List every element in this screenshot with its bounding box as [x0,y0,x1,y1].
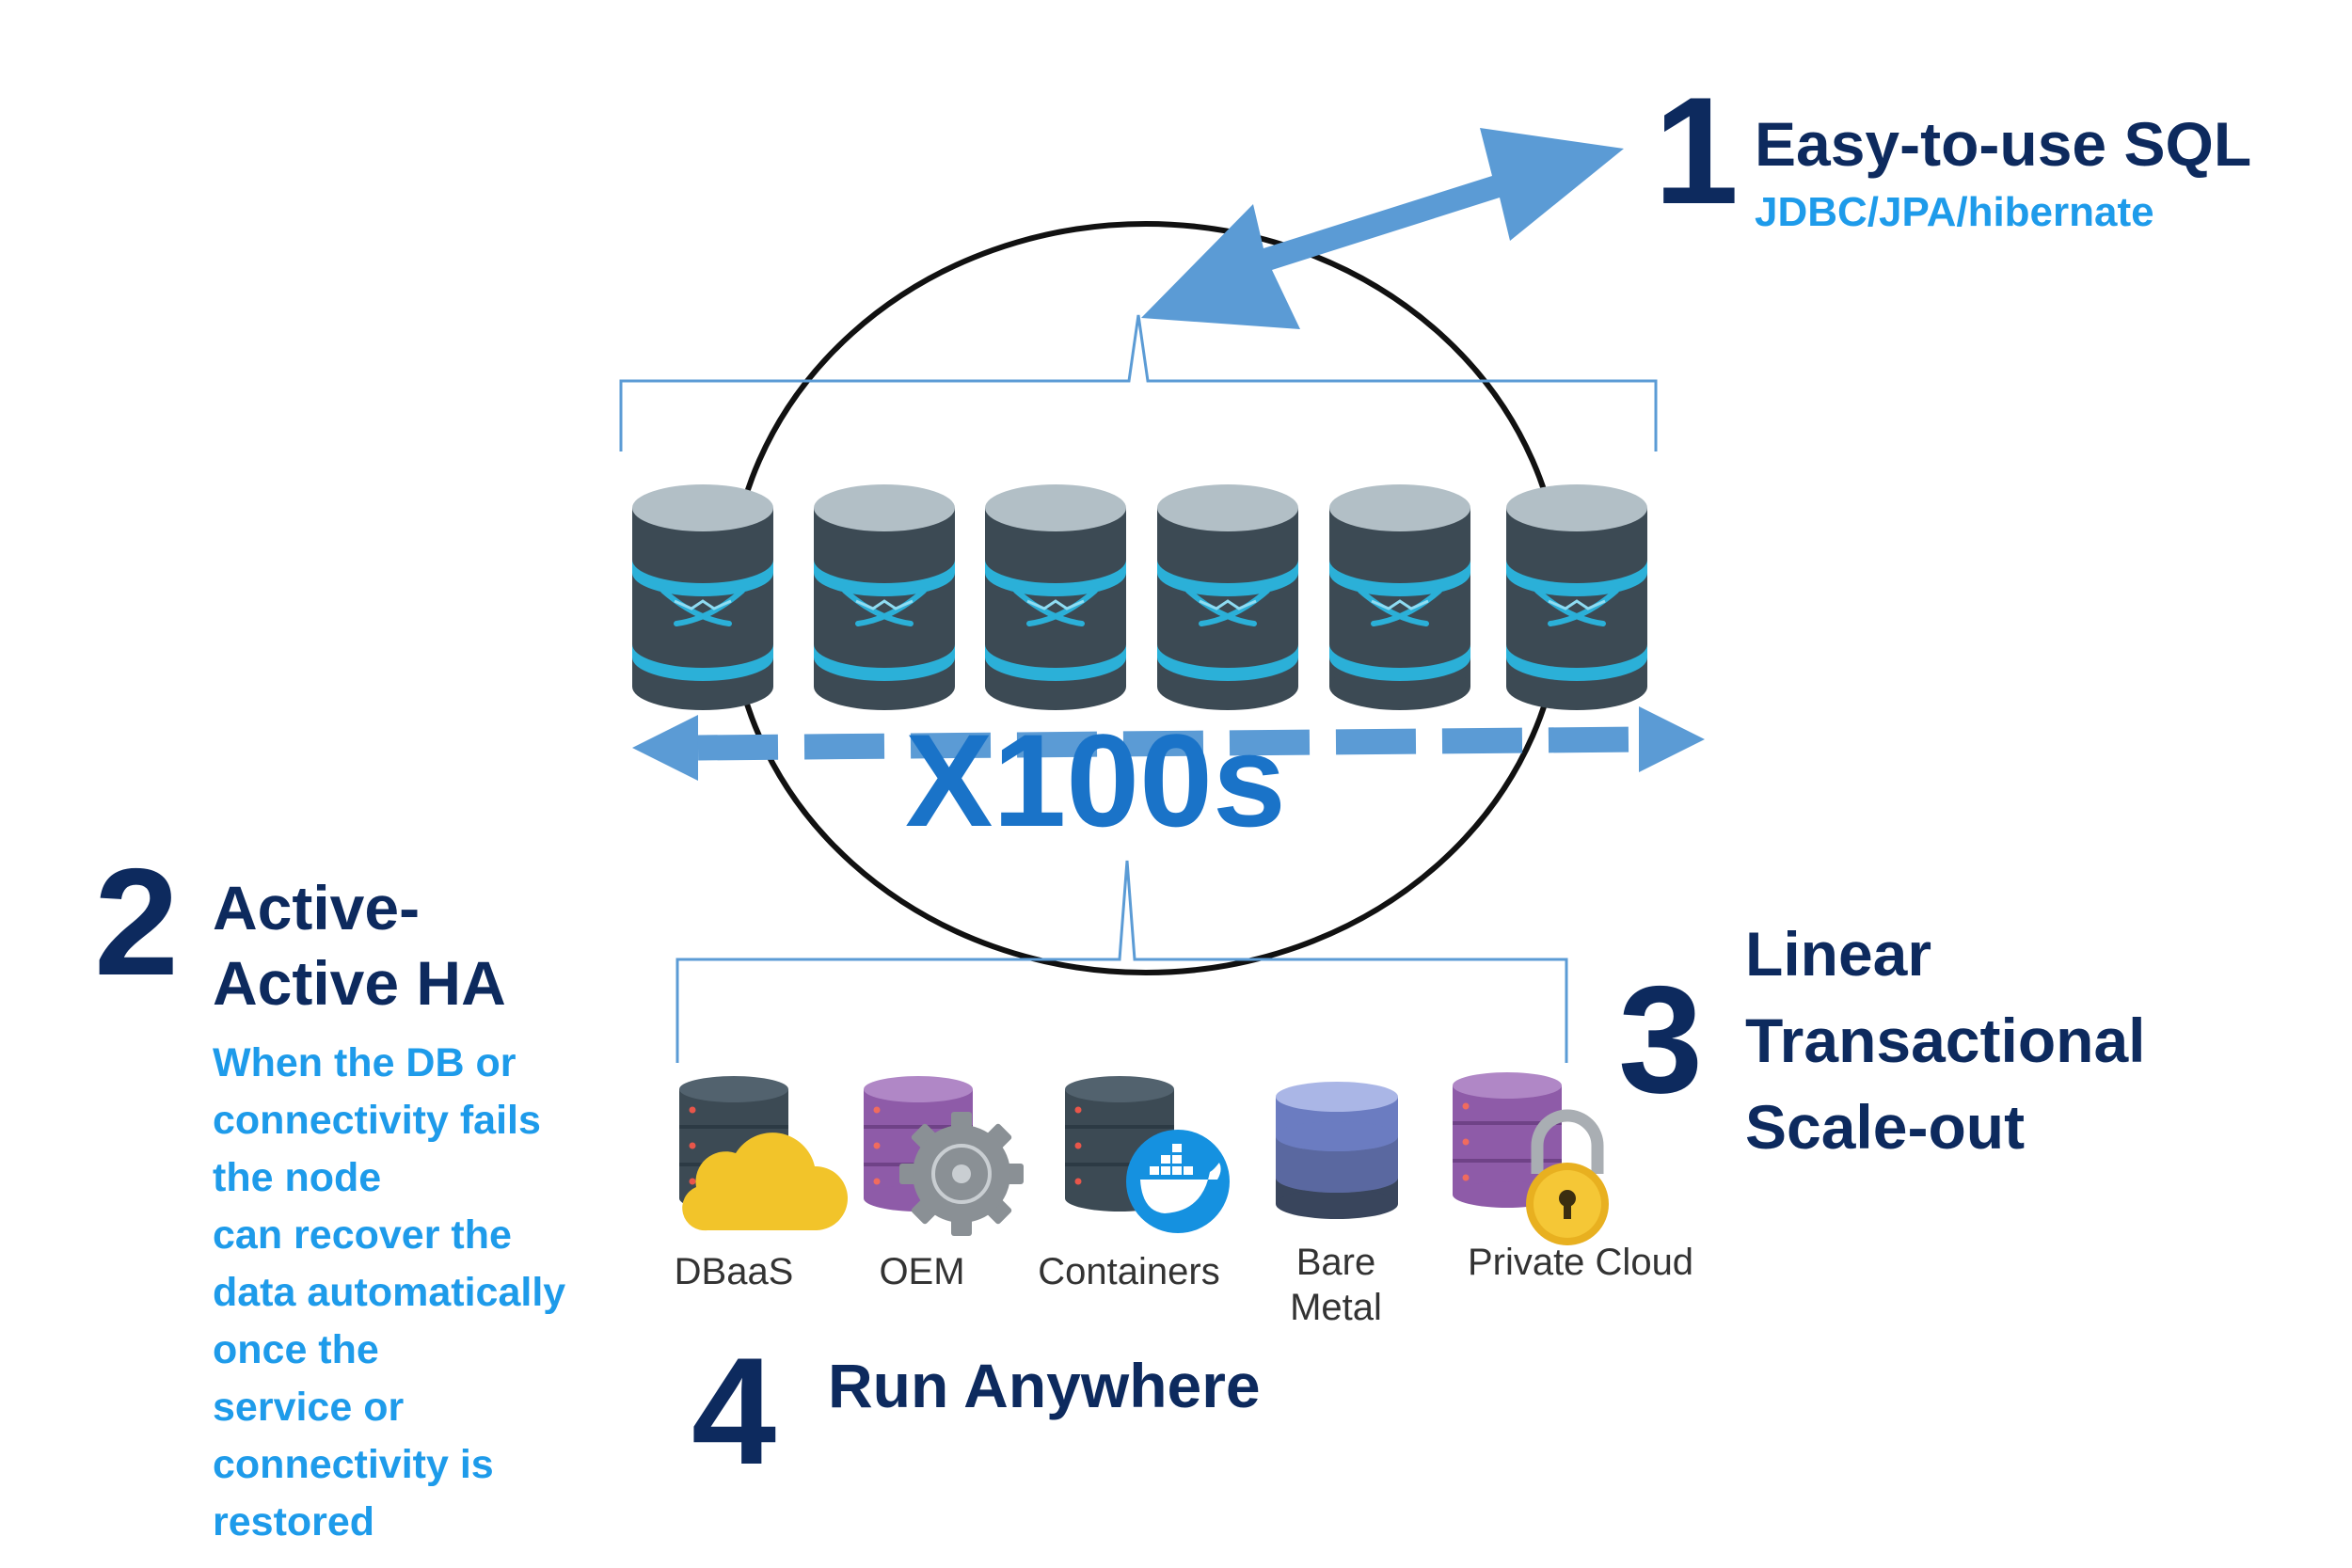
feature-2-description-line: connectivity fails [213,1098,541,1143]
scale-label: X100s [905,706,1286,854]
database-gear-icon [864,1076,1024,1236]
database-docker-icon [1065,1076,1230,1233]
db-node-2 [814,484,955,710]
feature-2-description-line: When the DB or [213,1040,516,1085]
feature-1-subtitle: JDBC/JPA/hibernate [1755,189,2154,235]
feature-3-number: 3 [1618,955,1704,1125]
feature-2-description-line: connectivity is [213,1442,494,1487]
feature-3-title-line: Scale-out [1745,1092,2026,1162]
feature-2-number: 2 [94,837,180,1007]
platform-label-oem: OEM [879,1251,965,1292]
feature-4-title: Run Anywhere [828,1351,1261,1420]
database-cloud-icon [679,1076,849,1231]
scale-arrow-left-head [632,715,698,781]
feature-2-description-line: restored [213,1499,375,1544]
platform-label-dbaas: DBaaS [674,1251,794,1292]
db-node-5 [1329,484,1470,710]
scale-arrow-right-head [1639,706,1705,772]
feature-1-title: Easy-to-use SQL [1755,109,2252,179]
feature-2-description-line: data automatically [213,1270,566,1315]
scale-arrow-dashes [697,726,1640,761]
platform-label-private-cloud: Private Cloud [1467,1242,1694,1283]
db-node-6 [1506,484,1647,710]
feature-2-title: Active- Active HA [213,870,506,1021]
feature-2-title-line-2: Active HA [213,948,506,1018]
platform-label-bare-metal-line-2: Metal [1290,1287,1382,1328]
feature-3-title-line: Linear [1745,919,1932,989]
database-lock-icon [1453,1072,1609,1245]
top-bracket [619,314,1658,451]
db-node-1 [632,484,773,710]
feature-1-number: 1 [1654,66,1740,236]
feature-2-title-line-1: Active- [213,873,421,942]
feature-2-description-line: can recover the [213,1212,512,1258]
db-node-3 [985,484,1126,710]
feature-2-description: When the DB or connectivity fails the no… [213,1035,565,1551]
scale-arrow [632,706,1705,781]
feature-2-description-line: service or [213,1385,405,1430]
feature-3-title: Linear Transactional Scale-out [1745,911,2146,1170]
feature-2-description-line: the node [213,1155,382,1200]
platform-label-bare-metal-line-1: Bare [1295,1242,1376,1283]
sql-double-arrow [1141,128,1624,329]
feature-4-number: 4 [691,1326,777,1497]
platform-label-containers: Containers [1038,1251,1220,1292]
bottom-bracket [675,860,1568,1063]
database-stack-icon [1276,1082,1398,1219]
db-node-4 [1157,484,1298,710]
feature-3-title-line: Transactional [1745,1006,2146,1075]
platform-label-bare-metal: Bare Metal [1242,1240,1430,1330]
feature-2-description-line: once the [213,1327,379,1372]
